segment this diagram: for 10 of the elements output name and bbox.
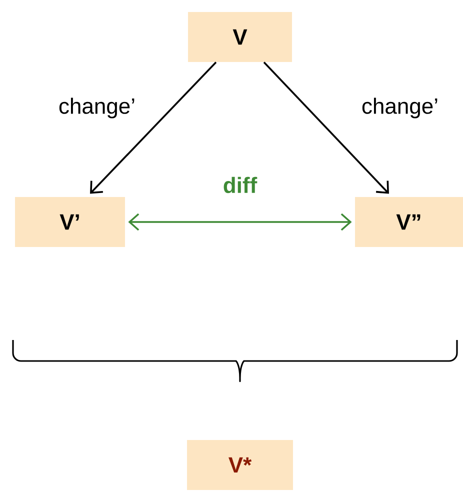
edge-label: change’ <box>59 98 134 118</box>
edge-label: diff <box>224 176 258 194</box>
version-box: V” <box>355 197 463 247</box>
arrow <box>90 62 217 194</box>
version-box: V <box>188 12 292 62</box>
version-box: V* <box>187 440 293 490</box>
edge-label: change’ <box>362 98 438 118</box>
arrow <box>263 62 389 194</box>
version-box: V’ <box>15 197 125 247</box>
arrow <box>128 213 352 231</box>
